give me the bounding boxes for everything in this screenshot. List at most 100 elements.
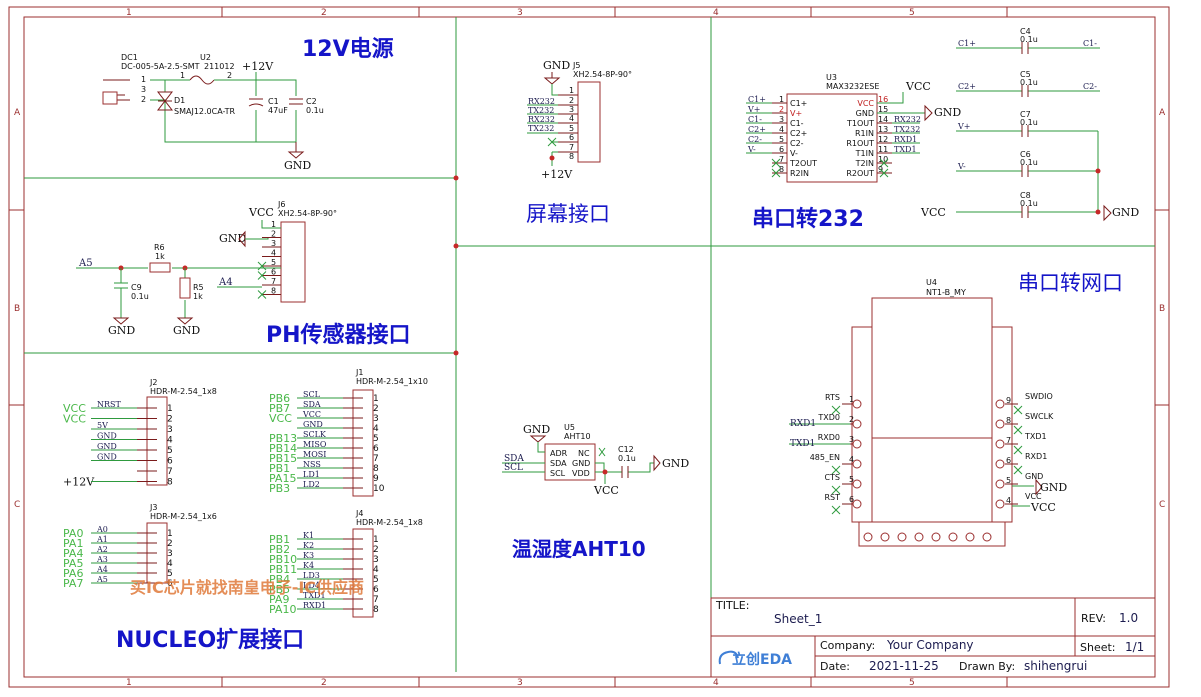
d1-value: SMAJ12.0CA-TR xyxy=(174,107,236,116)
j5-connector xyxy=(577,81,601,163)
module-pad xyxy=(995,479,1005,489)
screen-section: 屏幕接口 J5 XH2.54-8P-90° GND 1 2 3 4 5 6 7 … xyxy=(526,59,632,226)
watermark: 买IC芯片就找南皇电子-IC供应商 xyxy=(130,578,364,597)
pin-label: PB4 xyxy=(269,573,290,586)
pin-name: C1+ xyxy=(790,99,807,108)
pin-name: V+ xyxy=(790,109,802,118)
svg-text:5: 5 xyxy=(569,124,574,133)
zone-label: C xyxy=(1159,500,1165,510)
pin-number: 5 xyxy=(167,446,173,456)
svg-text:TXD1: TXD1 xyxy=(790,439,815,449)
j2-ref: J2 xyxy=(149,378,157,387)
capacitor-icon xyxy=(621,466,629,478)
pin-name: RXD0 xyxy=(818,433,840,442)
net-label: K1 xyxy=(303,531,314,540)
zone-label: 4 xyxy=(713,678,719,688)
section-title-ph: PH传感器接口 xyxy=(266,322,411,348)
no-connect-mark xyxy=(879,168,889,178)
c12-ref: C12 xyxy=(618,445,634,454)
pin-number: 3 xyxy=(271,239,276,248)
pin-number: 15 xyxy=(878,105,888,114)
j1-ref: J1 xyxy=(355,368,363,377)
u3-ref: U3 xyxy=(826,73,837,82)
cap-ref: C4 xyxy=(1020,27,1031,36)
pin-number: 3 xyxy=(167,425,173,435)
net-label: GND xyxy=(97,442,117,451)
pin-name: T2OUT xyxy=(789,159,817,168)
zone-label: A xyxy=(1159,108,1166,118)
pin-name: T1OUT xyxy=(846,119,874,128)
pin-number: 3 xyxy=(779,115,784,124)
zone-label: C xyxy=(14,500,20,510)
logo-text: 立创EDA xyxy=(732,651,792,668)
zone-label: 1 xyxy=(126,8,132,18)
j3-value: HDR-M-2.54_1x6 xyxy=(150,512,217,521)
net-12v: +12V xyxy=(541,168,573,181)
pin-number: 5 xyxy=(849,475,854,484)
net-gnd: GND xyxy=(284,159,311,172)
u4-ref: U4 xyxy=(926,278,937,287)
pin-label: PA10 xyxy=(269,603,296,616)
fuse-icon xyxy=(189,75,215,85)
pin-name: C1- xyxy=(790,119,804,128)
ground-icon xyxy=(287,142,305,159)
module-pad xyxy=(914,532,924,542)
title-block: TITLE: Sheet_1 REV: 1.0 Company: Your Co… xyxy=(710,597,1156,678)
module-pad xyxy=(995,499,1005,509)
svg-text:ADR: ADR xyxy=(550,449,568,458)
pin-number: 1 xyxy=(849,395,854,404)
pin-name: C2- xyxy=(790,139,804,148)
svg-text:RX232: RX232 xyxy=(528,115,555,124)
net-label: C1+ xyxy=(748,95,766,104)
r6-ref: R6 xyxy=(154,243,165,252)
net-label: A3 xyxy=(96,555,108,564)
zone-label: B xyxy=(1159,304,1165,314)
net-label: V+ xyxy=(747,105,760,114)
pin-number: 6 xyxy=(271,268,276,277)
net-label: LD3 xyxy=(303,571,320,580)
pin-number: 6 xyxy=(373,585,379,595)
c1-value: 47uF xyxy=(268,106,288,115)
no-connect-mark xyxy=(257,290,267,299)
pin-name: GND xyxy=(1025,472,1043,481)
section-title-nucleo: NUCLEO扩展接口 xyxy=(116,628,304,653)
pin-name: SWCLK xyxy=(1025,412,1054,421)
c12-value: 0.1u xyxy=(618,454,636,463)
outer-frame xyxy=(8,6,1170,688)
j4-header xyxy=(352,528,374,618)
section-title-power: 12V电源 xyxy=(302,37,394,62)
aht10-ic xyxy=(544,443,596,481)
pin-number: 2 xyxy=(373,545,379,555)
net-gnd: GND xyxy=(934,106,961,119)
pin-number: 5 xyxy=(373,575,379,585)
title-label: TITLE: xyxy=(715,599,749,612)
module-pad xyxy=(880,532,890,542)
pin-number: 6 xyxy=(167,579,173,589)
net-label: C2- xyxy=(1083,82,1097,91)
pin-number: 4 xyxy=(779,125,784,134)
svg-text:4: 4 xyxy=(569,114,574,123)
pin-number: 5 xyxy=(373,434,379,444)
net-label: V+ xyxy=(957,122,970,131)
svg-text:6: 6 xyxy=(569,133,574,142)
cap-ref: C8 xyxy=(1020,191,1031,200)
zone-label: 1 xyxy=(126,678,132,688)
module-pad xyxy=(863,532,873,542)
pin-label: PA15 xyxy=(269,472,296,485)
no-connect-mark xyxy=(1013,465,1023,475)
pin-number: 1 xyxy=(373,535,379,545)
pin-name: R2OUT xyxy=(846,169,874,178)
net-label: A5 xyxy=(96,575,108,584)
pin-label: PB14 xyxy=(269,442,297,455)
rev-value: 1.0 xyxy=(1119,611,1138,625)
pin-number: 7 xyxy=(271,277,276,286)
net-gnd: GND xyxy=(523,423,550,436)
pin-number: 2 xyxy=(373,404,379,414)
no-connect-mark xyxy=(831,465,841,475)
pin-name: R1IN xyxy=(855,129,874,138)
pin-label: PA7 xyxy=(63,577,83,590)
cap-value: 0.1u xyxy=(1020,78,1038,87)
pin-number: 4 xyxy=(1006,496,1011,505)
c2-ref: C2 xyxy=(306,97,317,106)
